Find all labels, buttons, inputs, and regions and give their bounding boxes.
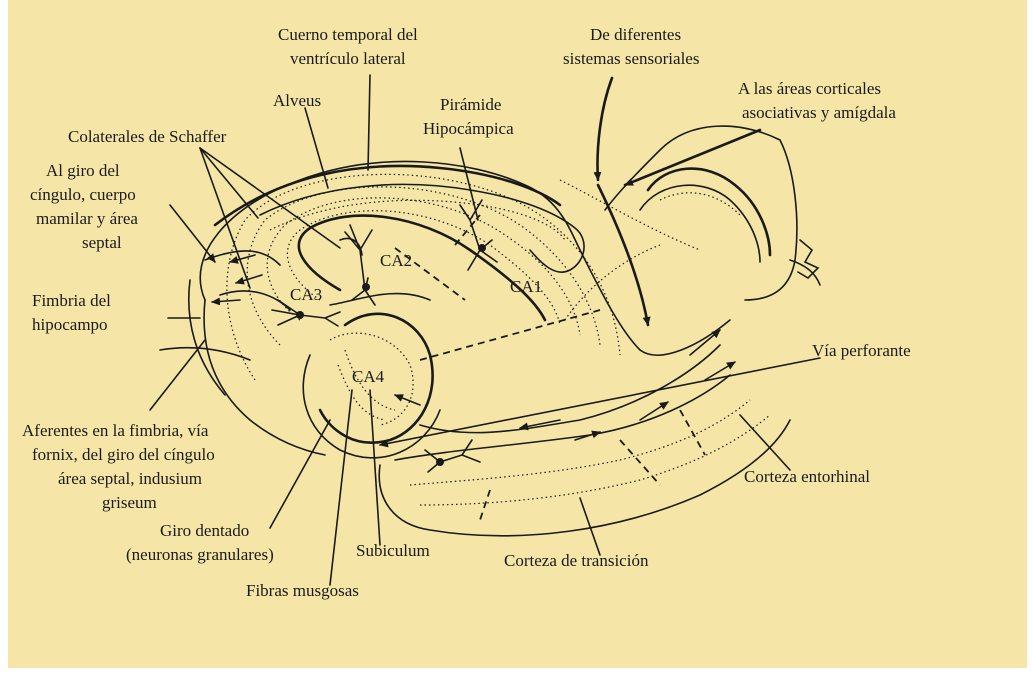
- label-sensoriales-line1: De diferentes: [590, 25, 681, 44]
- label-giro-dentado-line2: (neuronas granulares): [126, 545, 274, 564]
- label-fimbria-line1: Fimbria del: [32, 291, 111, 310]
- label-corteza-entorhinal: Corteza entorhinal: [744, 467, 870, 486]
- label-sensoriales-line2: sistemas sensoriales: [563, 49, 699, 68]
- label-corteza-transicion: Corteza de transición: [504, 551, 649, 570]
- label-areas-corticales-line2: asociativas y amígdala: [742, 103, 896, 122]
- label-giro-cingulo-line2: cíngulo, cuerpo: [30, 185, 136, 204]
- label-aferentes-line4: griseum: [102, 493, 157, 512]
- annotation-labels: Cuerno temporal del ventrículo lateral D…: [22, 25, 911, 600]
- region-ca4: CA4: [352, 367, 385, 386]
- subiculum-neuron: [425, 440, 480, 472]
- pyramidal-neuron-ca1: [460, 200, 497, 270]
- label-fibras-musgosas: Fibras musgosas: [246, 581, 359, 600]
- label-alveus: Alveus: [273, 91, 321, 110]
- label-subiculum: Subiculum: [356, 541, 430, 560]
- label-cuerno-temporal-line2: ventrículo lateral: [290, 49, 406, 68]
- region-ca2: CA2: [380, 251, 412, 270]
- label-fimbria-line2: hipocampo: [32, 315, 108, 334]
- label-piramide-line2: Hipocámpica: [423, 119, 514, 138]
- label-giro-dentado-line1: Giro dentado: [160, 521, 249, 540]
- label-via-perforante: Vía perforante: [812, 341, 911, 360]
- label-giro-cingulo-line3: mamilar y área: [36, 209, 138, 228]
- label-giro-cingulo-line1: Al giro del: [46, 161, 120, 180]
- label-giro-cingulo-line4: septal: [82, 233, 122, 252]
- region-labels: CA2 CA3 CA1 CA4: [290, 251, 542, 386]
- label-piramide-line1: Pirámide: [440, 95, 501, 114]
- label-areas-corticales-line1: A las áreas corticales: [738, 79, 881, 98]
- region-ca1: CA1: [510, 277, 542, 296]
- label-colaterales-schaffer: Colaterales de Schaffer: [68, 127, 227, 146]
- label-aferentes-line2: fornix, del giro del cíngulo: [32, 445, 215, 464]
- region-ca3: CA3: [290, 285, 322, 304]
- label-aferentes-line3: área septal, indusium: [58, 469, 202, 488]
- label-cuerno-temporal-line1: Cuerno temporal del: [278, 25, 418, 44]
- hippocampus-drawing: [160, 126, 820, 536]
- pyramidal-neuron-ca2: [345, 225, 375, 305]
- label-aferentes-line1: Aferentes en la fimbria, vía: [22, 421, 209, 440]
